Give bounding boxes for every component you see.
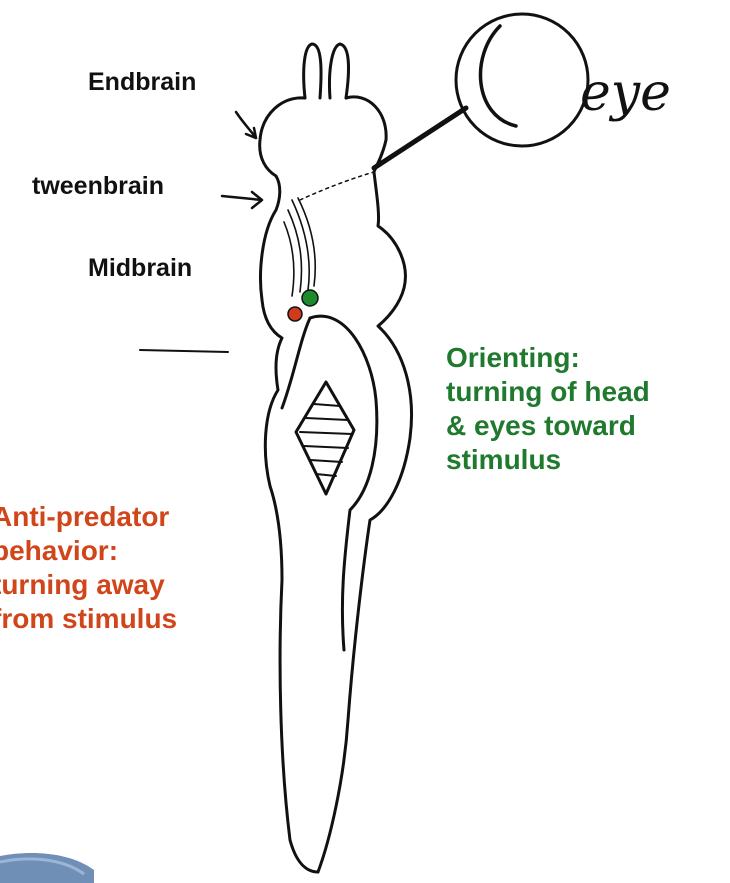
fourth-ventricle (296, 382, 354, 494)
orienting-line: Orienting: (446, 341, 650, 375)
endbrain-label: Endbrain (88, 68, 196, 97)
corner-device (0, 853, 94, 883)
orienting-line: & eyes toward (446, 409, 650, 443)
green-dot (302, 290, 318, 306)
anti-predator-line: behavior: (0, 534, 177, 568)
orienting-line: turning of head (446, 375, 650, 409)
anti-predator-line: turning away (0, 568, 177, 602)
red-dot (288, 307, 302, 321)
eye-pupil (480, 26, 516, 126)
tweenbrain-label: tweenbrain (32, 172, 164, 201)
optic-nerve (374, 108, 466, 168)
orienting-annotation: Orienting: turning of head & eyes toward… (446, 341, 650, 477)
eye-circle (456, 14, 588, 146)
endbrain-arrow (236, 112, 256, 138)
brain-outline-left (260, 98, 318, 872)
orienting-line: stimulus (446, 443, 650, 477)
tweenbrain-arrow (222, 192, 262, 208)
anti-predator-line: from stimulus (0, 602, 177, 636)
olfactory-bulb-right (329, 44, 348, 98)
eye-label: eye (580, 63, 671, 123)
midbrain-label: Midbrain (88, 254, 192, 283)
olfactory-bulb-left (304, 44, 321, 98)
hindbrain-inner-left (282, 318, 310, 408)
anti-predator-annotation: Anti-predator behavior: turning away fro… (0, 500, 177, 636)
anti-predator-line: Anti-predator (0, 500, 177, 534)
